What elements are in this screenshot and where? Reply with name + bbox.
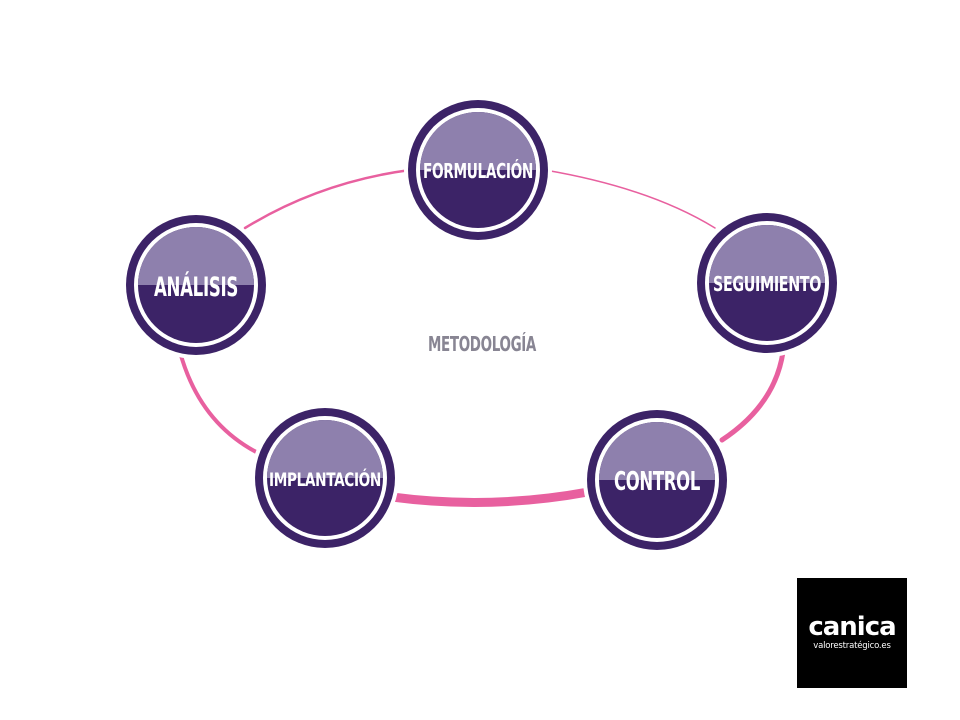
node-label-seguimiento: SEGUIMIENTO (713, 272, 821, 296)
canica-logo: canica valorestratégico.es (797, 578, 907, 688)
logo-brand: canica (808, 612, 896, 642)
cycle-ring (178, 168, 786, 507)
center-label: METODOLOGÍA (428, 332, 537, 356)
ring-segment-top (243, 168, 412, 230)
ring-segment-bottom (387, 487, 593, 507)
node-control: CONTROL (583, 406, 731, 554)
node-seguimiento: SEGUIMIENTO (693, 209, 841, 357)
node-analisis: ANÁLISIS (122, 211, 270, 359)
ring-segment-right (719, 349, 786, 443)
logo-tagline: valorestratégico.es (813, 641, 891, 651)
node-label-control: CONTROL (614, 467, 700, 497)
node-label-analisis: ANÁLISIS (154, 271, 238, 303)
node-implantacion: IMPLANTACIÓN (251, 404, 399, 552)
node-formulacion: FORMULACIÓN (404, 96, 552, 244)
ring-segment-top-right (544, 169, 716, 229)
node-label-formulacion: FORMULACIÓN (423, 159, 533, 183)
ring-segment-left (178, 350, 264, 457)
node-label-implantacion: IMPLANTACIÓN (269, 467, 381, 491)
